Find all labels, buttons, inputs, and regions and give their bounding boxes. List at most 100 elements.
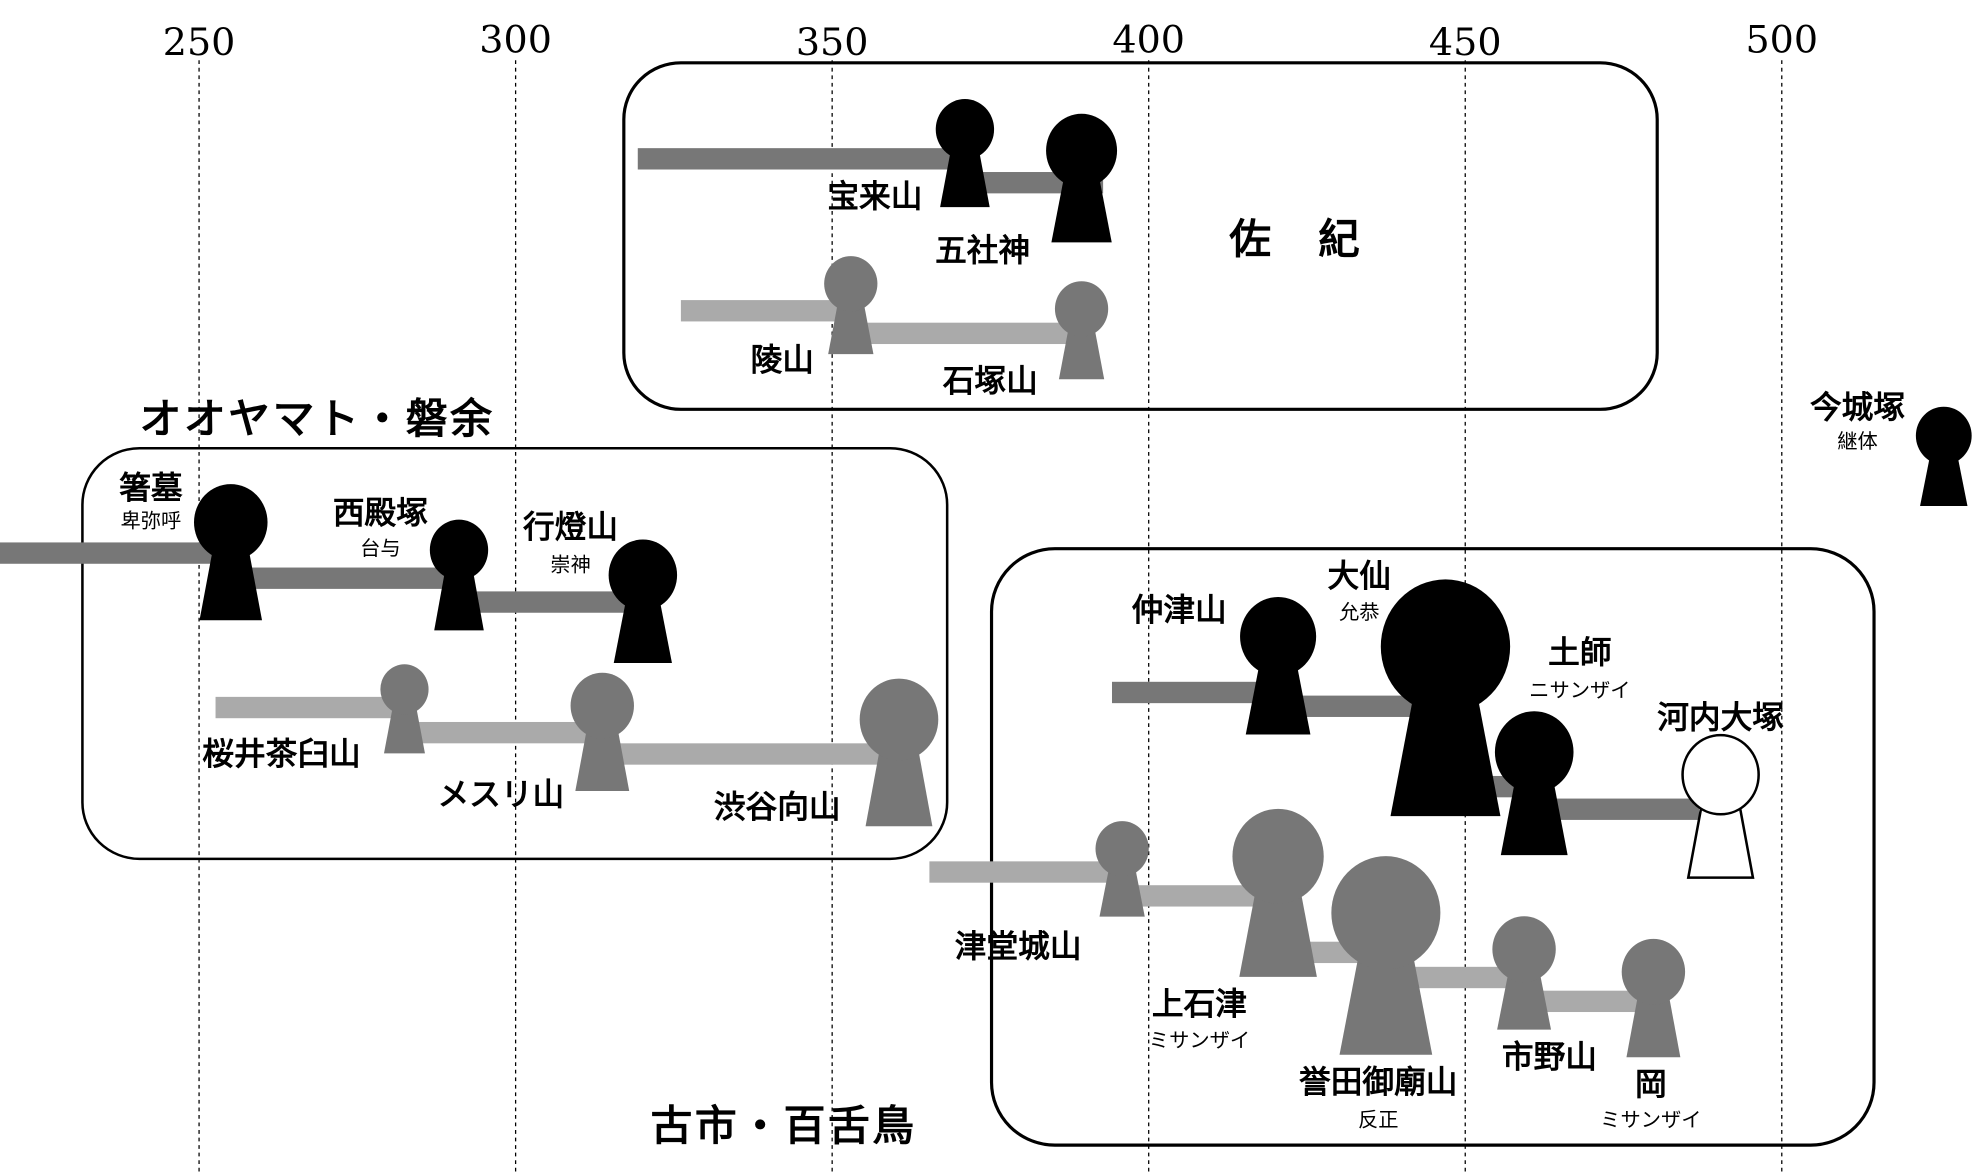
tomb-name: 西殿塚 [333,496,429,532]
tomb-ruler: 継体 [1837,429,1878,453]
tomb-ruler: 反正 [1358,1107,1399,1131]
round-mound-icon [1331,856,1441,970]
tombs: 宝来山五社神陵山石塚山箸墓卑弥呼西殿塚台与行燈山崇神桜井茶臼山メスリ山渋谷向山仲… [119,99,1972,1131]
tomb-3: 陵山 [751,256,878,378]
axis-tick-label: 400 [1112,18,1185,62]
round-mound-icon [935,99,995,160]
round-mound-icon [1095,821,1149,877]
lineage-bar [404,721,603,744]
tomb-ruler: ミサンザイ [1600,1107,1701,1131]
round-mound-icon [859,678,939,761]
tomb-8: 桜井茶臼山 [202,664,429,773]
tomb-name: 河内大塚 [1657,700,1784,736]
axis-tick-label: 500 [1745,18,1818,62]
tomb-name: 石塚山 [942,364,1038,400]
year-gridlines [198,60,1783,1174]
axis-tick-label: 300 [479,18,552,62]
lineage-bar [850,322,1082,345]
tomb-14: 河内大塚 [1657,700,1784,879]
round-mound-icon [1232,808,1324,904]
lineage-bar [1524,990,1654,1013]
group-title-oyamato: オオヤマト・磐余 [140,394,495,443]
tomb-name: 津堂城山 [955,929,1082,965]
lineage-bar [1111,681,1279,704]
round-mound-icon [608,539,678,611]
tomb-name: 渋谷向山 [714,790,841,826]
tomb-ruler: ミサンザイ [1149,1028,1250,1052]
tomb-name: 宝来山 [827,178,922,215]
oyamato-box [81,446,949,861]
tomb-name: 市野山 [1502,1038,1597,1075]
axis-tick-label: 450 [1429,20,1502,64]
lineage-bar [0,542,231,564]
tomb-name: 陵山 [751,343,814,379]
round-mound-icon [380,664,429,715]
round-mound-icon [1054,281,1109,337]
round-mound-icon [1494,711,1574,793]
round-mound-icon [824,256,878,312]
furuichi-box [989,547,1876,1147]
round-mound-icon [1621,938,1686,1005]
lineage-bar [1278,695,1446,717]
tomb-name: 大仙 [1328,559,1391,595]
tomb-name: メスリ山 [437,777,564,813]
lineage-bar [215,696,405,719]
tomb-name: 行燈山 [523,510,618,546]
round-mound-icon [1046,113,1118,188]
group-title-furuichi: 古市・百舌鳥 [650,1101,916,1150]
tomb-11: 仲津山 [1132,592,1317,735]
tomb-name: 土師 [1548,635,1611,671]
tomb-name: 岡 [1635,1067,1667,1103]
lineage-bar [680,300,851,322]
tomb-1: 宝来山 [827,99,995,215]
tomb-18: 市野山 [1492,916,1597,1075]
tomb-ruler: ニサンザイ [1529,678,1630,702]
tomb-ruler: 卑弥呼 [120,508,181,532]
lineage-bar [1122,885,1279,907]
tomb-10: 渋谷向山 [714,678,939,827]
lineage-bar [230,567,459,589]
round-mound-icon [1380,579,1511,714]
round-mound-icon [570,672,634,739]
tomb-name: 箸墓 [119,471,183,507]
tomb-15: 津堂城山 [955,821,1149,965]
round-mound-icon [193,484,268,561]
tomb-name: 仲津山 [1132,592,1227,628]
round-mound-icon [1492,916,1556,983]
tomb-name: 桜井茶臼山 [202,737,360,773]
axis-tick-label: 350 [796,20,869,64]
tomb-9: メスリ山 [437,672,634,813]
tomb-ruler: 允恭 [1339,600,1380,624]
tomb-name: 今城塚 [1810,389,1906,426]
lineage-bar [637,148,965,170]
tomb-2: 五社神 [935,113,1118,269]
lineage-bar [602,743,899,765]
lineage-bars [0,148,1700,1013]
tomb-name: 上石津 [1152,987,1247,1023]
region-boxes [81,61,1876,1147]
lineage-bar [1385,966,1525,989]
round-mound-icon [1915,406,1972,465]
group-title-saki: 佐 紀 [1228,215,1362,264]
lineage-bar [1534,798,1700,820]
lineage-bar [929,861,1123,883]
tomb-name: 五社神 [935,233,1030,269]
tomb-ruler: 台与 [360,536,401,560]
lineage-bar [458,591,643,613]
tomb-ruler: 崇神 [550,552,591,576]
round-mound-icon [1240,597,1317,677]
tomb-4: 石塚山 [942,281,1109,400]
round-mound-icon [429,519,489,581]
